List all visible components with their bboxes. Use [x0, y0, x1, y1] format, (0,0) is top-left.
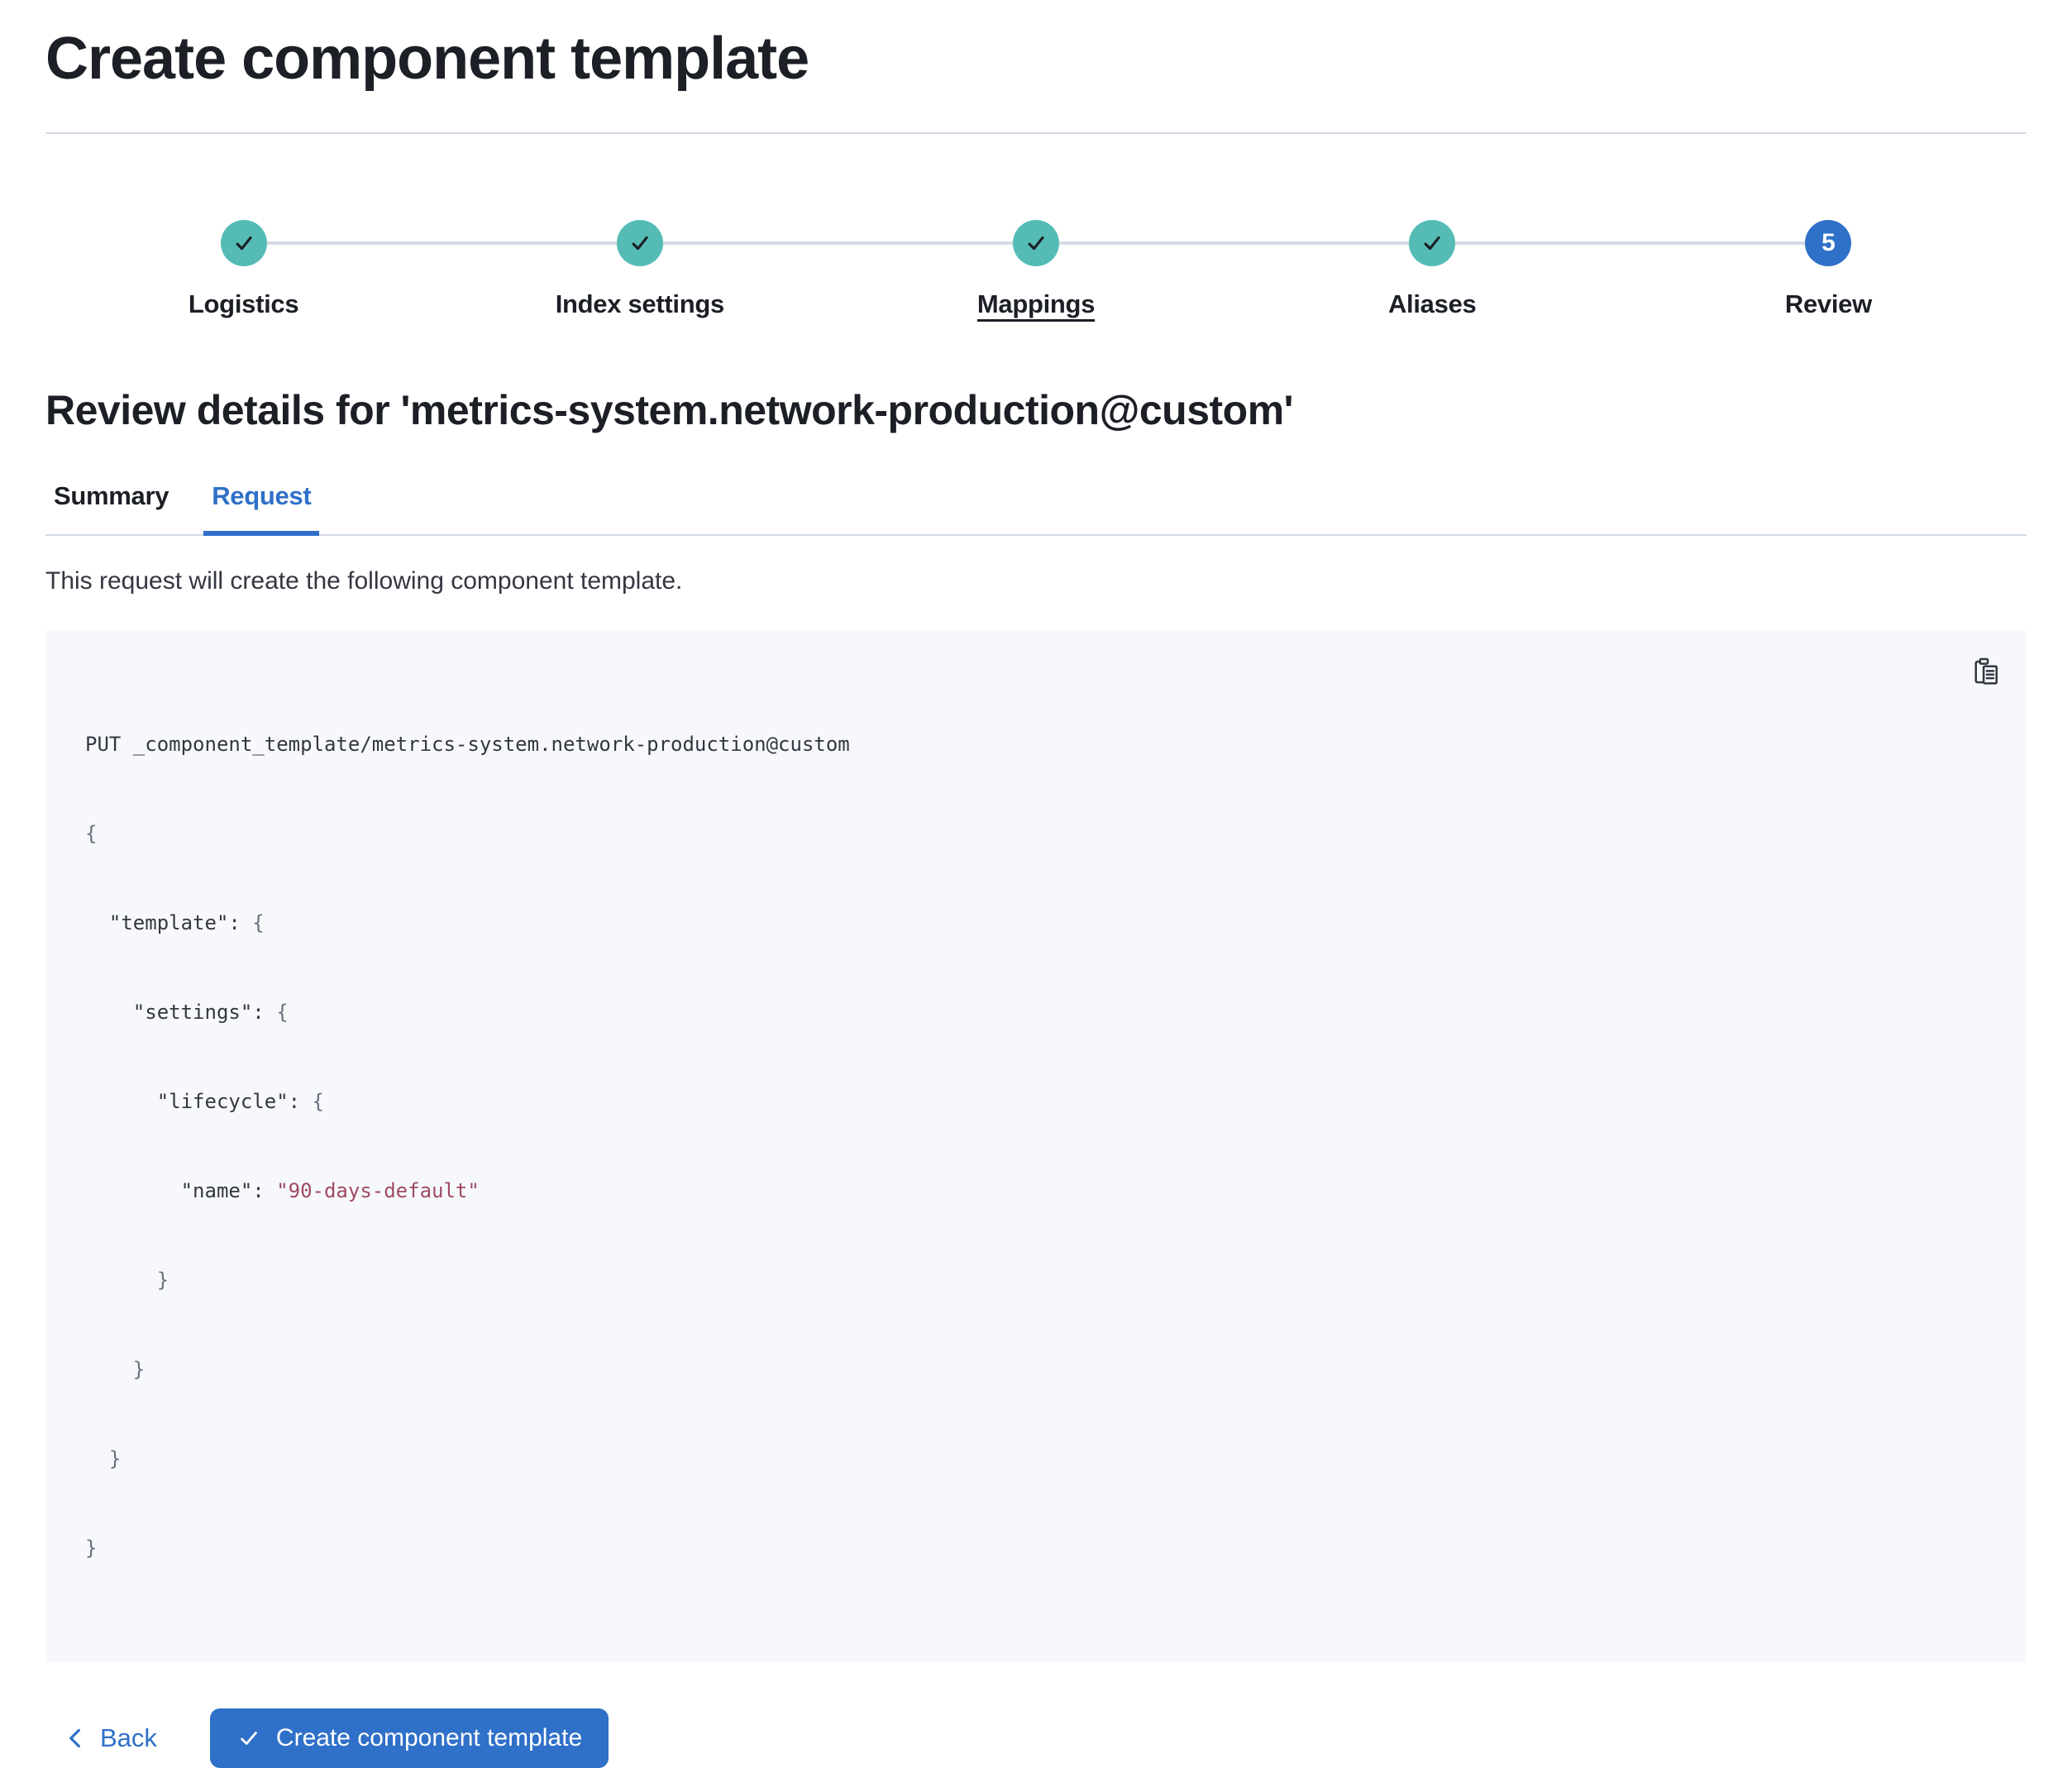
code-line: }: [85, 1268, 169, 1292]
check-icon: [232, 231, 256, 256]
tab-summary[interactable]: Summary: [45, 481, 177, 534]
code-line: "lifecycle": {: [85, 1089, 324, 1113]
tab-request[interactable]: Request: [203, 481, 320, 537]
step-complete-circle: [220, 220, 267, 267]
stepper: Logistics Index settings Mappings: [45, 220, 2027, 319]
review-heading: Review details for 'metrics-system.netwo…: [45, 387, 1294, 434]
submit-button-label: Create component template: [275, 1723, 583, 1751]
code-line: {: [85, 821, 98, 845]
back-button[interactable]: Back: [45, 1708, 175, 1768]
request-code-block: PUT _component_template/metrics-system.n…: [45, 629, 2027, 1662]
copy-clipboard-icon: [1969, 655, 2002, 688]
step-label: Index settings: [555, 289, 725, 319]
step-review[interactable]: 5 Review: [1630, 220, 2027, 319]
request-description: This request will create the following c…: [45, 567, 683, 595]
code-content: PUT _component_template/metrics-system.n…: [85, 670, 1987, 1622]
chevron-left-icon: [64, 1727, 87, 1750]
step-complete-circle: [1409, 220, 1456, 267]
step-index-settings[interactable]: Index settings: [442, 220, 838, 319]
back-button-label: Back: [100, 1723, 157, 1752]
code-line: }: [85, 1446, 122, 1470]
review-tabs: Summary Request: [45, 481, 2027, 537]
step-complete-circle: [1013, 220, 1059, 267]
check-icon: [236, 1726, 261, 1751]
check-icon: [1420, 231, 1444, 256]
step-number: 5: [1821, 229, 1836, 257]
code-line: "template": {: [85, 910, 265, 934]
copy-button[interactable]: [1965, 652, 2005, 691]
step-label: Logistics: [188, 289, 299, 319]
step-current-circle: 5: [1805, 220, 1852, 267]
check-icon: [1024, 231, 1048, 256]
step-mappings[interactable]: Mappings: [838, 220, 1234, 319]
step-aliases[interactable]: Aliases: [1234, 220, 1631, 319]
step-logistics[interactable]: Logistics: [45, 220, 442, 319]
code-line: }: [85, 1357, 146, 1381]
create-component-template-button[interactable]: Create component template: [209, 1708, 609, 1768]
step-label: Mappings: [976, 289, 1096, 319]
title-divider: [45, 132, 2027, 135]
code-line: }: [85, 1536, 98, 1560]
step-complete-circle: [616, 220, 663, 267]
check-icon: [628, 231, 652, 256]
code-line: "name": "90-days-default": [85, 1178, 480, 1202]
footer-actions: Back Create component template: [45, 1708, 2027, 1768]
code-line: "settings": {: [85, 1000, 289, 1024]
step-label: Aliases: [1387, 289, 1477, 319]
code-line: PUT _component_template/metrics-system.n…: [85, 732, 850, 756]
page-title: Create component template: [45, 26, 809, 92]
step-label: Review: [1784, 289, 1872, 319]
